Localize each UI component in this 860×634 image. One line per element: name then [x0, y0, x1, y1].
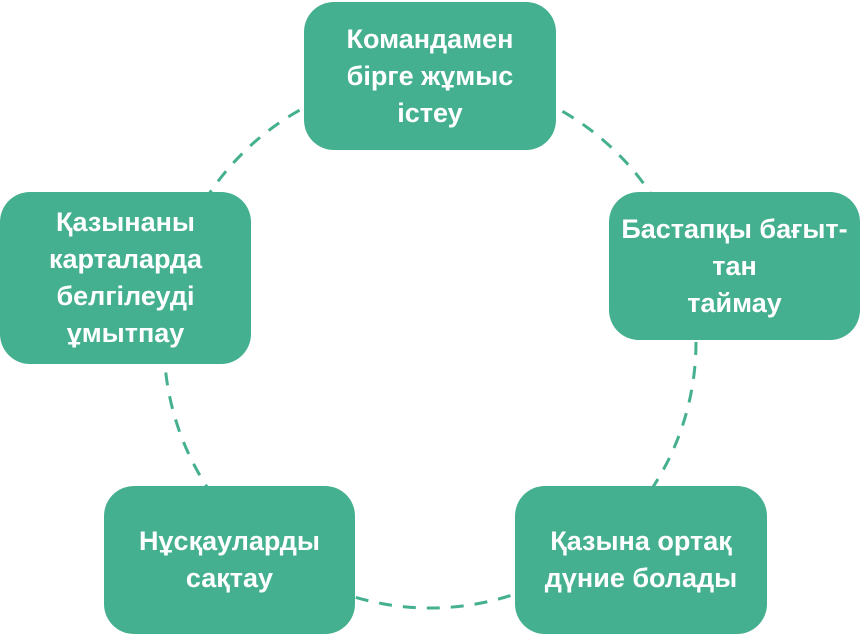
cycle-node-label: Қазынаны карталарда белгілеуді ұмытпау — [48, 207, 203, 348]
cycle-node-teamwork: Командамен бірге жұмыс істеу — [304, 2, 556, 150]
cycle-node-mark-treasure-on-maps: Қазынаны карталарда белгілеуді ұмытпау — [0, 192, 251, 364]
cycle-node-label: Қазына ортақ дүние болады — [544, 526, 738, 593]
cycle-node-label: Бастапқы бағыт- тан таймау — [621, 213, 848, 318]
cycle-node-follow-instructions: Нұсқауларды сақтау — [104, 486, 355, 634]
cycle-node-keep-direction: Бастапқы бағыт- тан таймау — [609, 192, 860, 340]
cycle-node-label: Нұсқауларды сақтау — [139, 526, 320, 593]
cycle-node-shared-treasure: Қазына ортақ дүние болады — [515, 486, 767, 634]
cycle-node-label: Командамен бірге жұмыс істеу — [346, 23, 514, 128]
